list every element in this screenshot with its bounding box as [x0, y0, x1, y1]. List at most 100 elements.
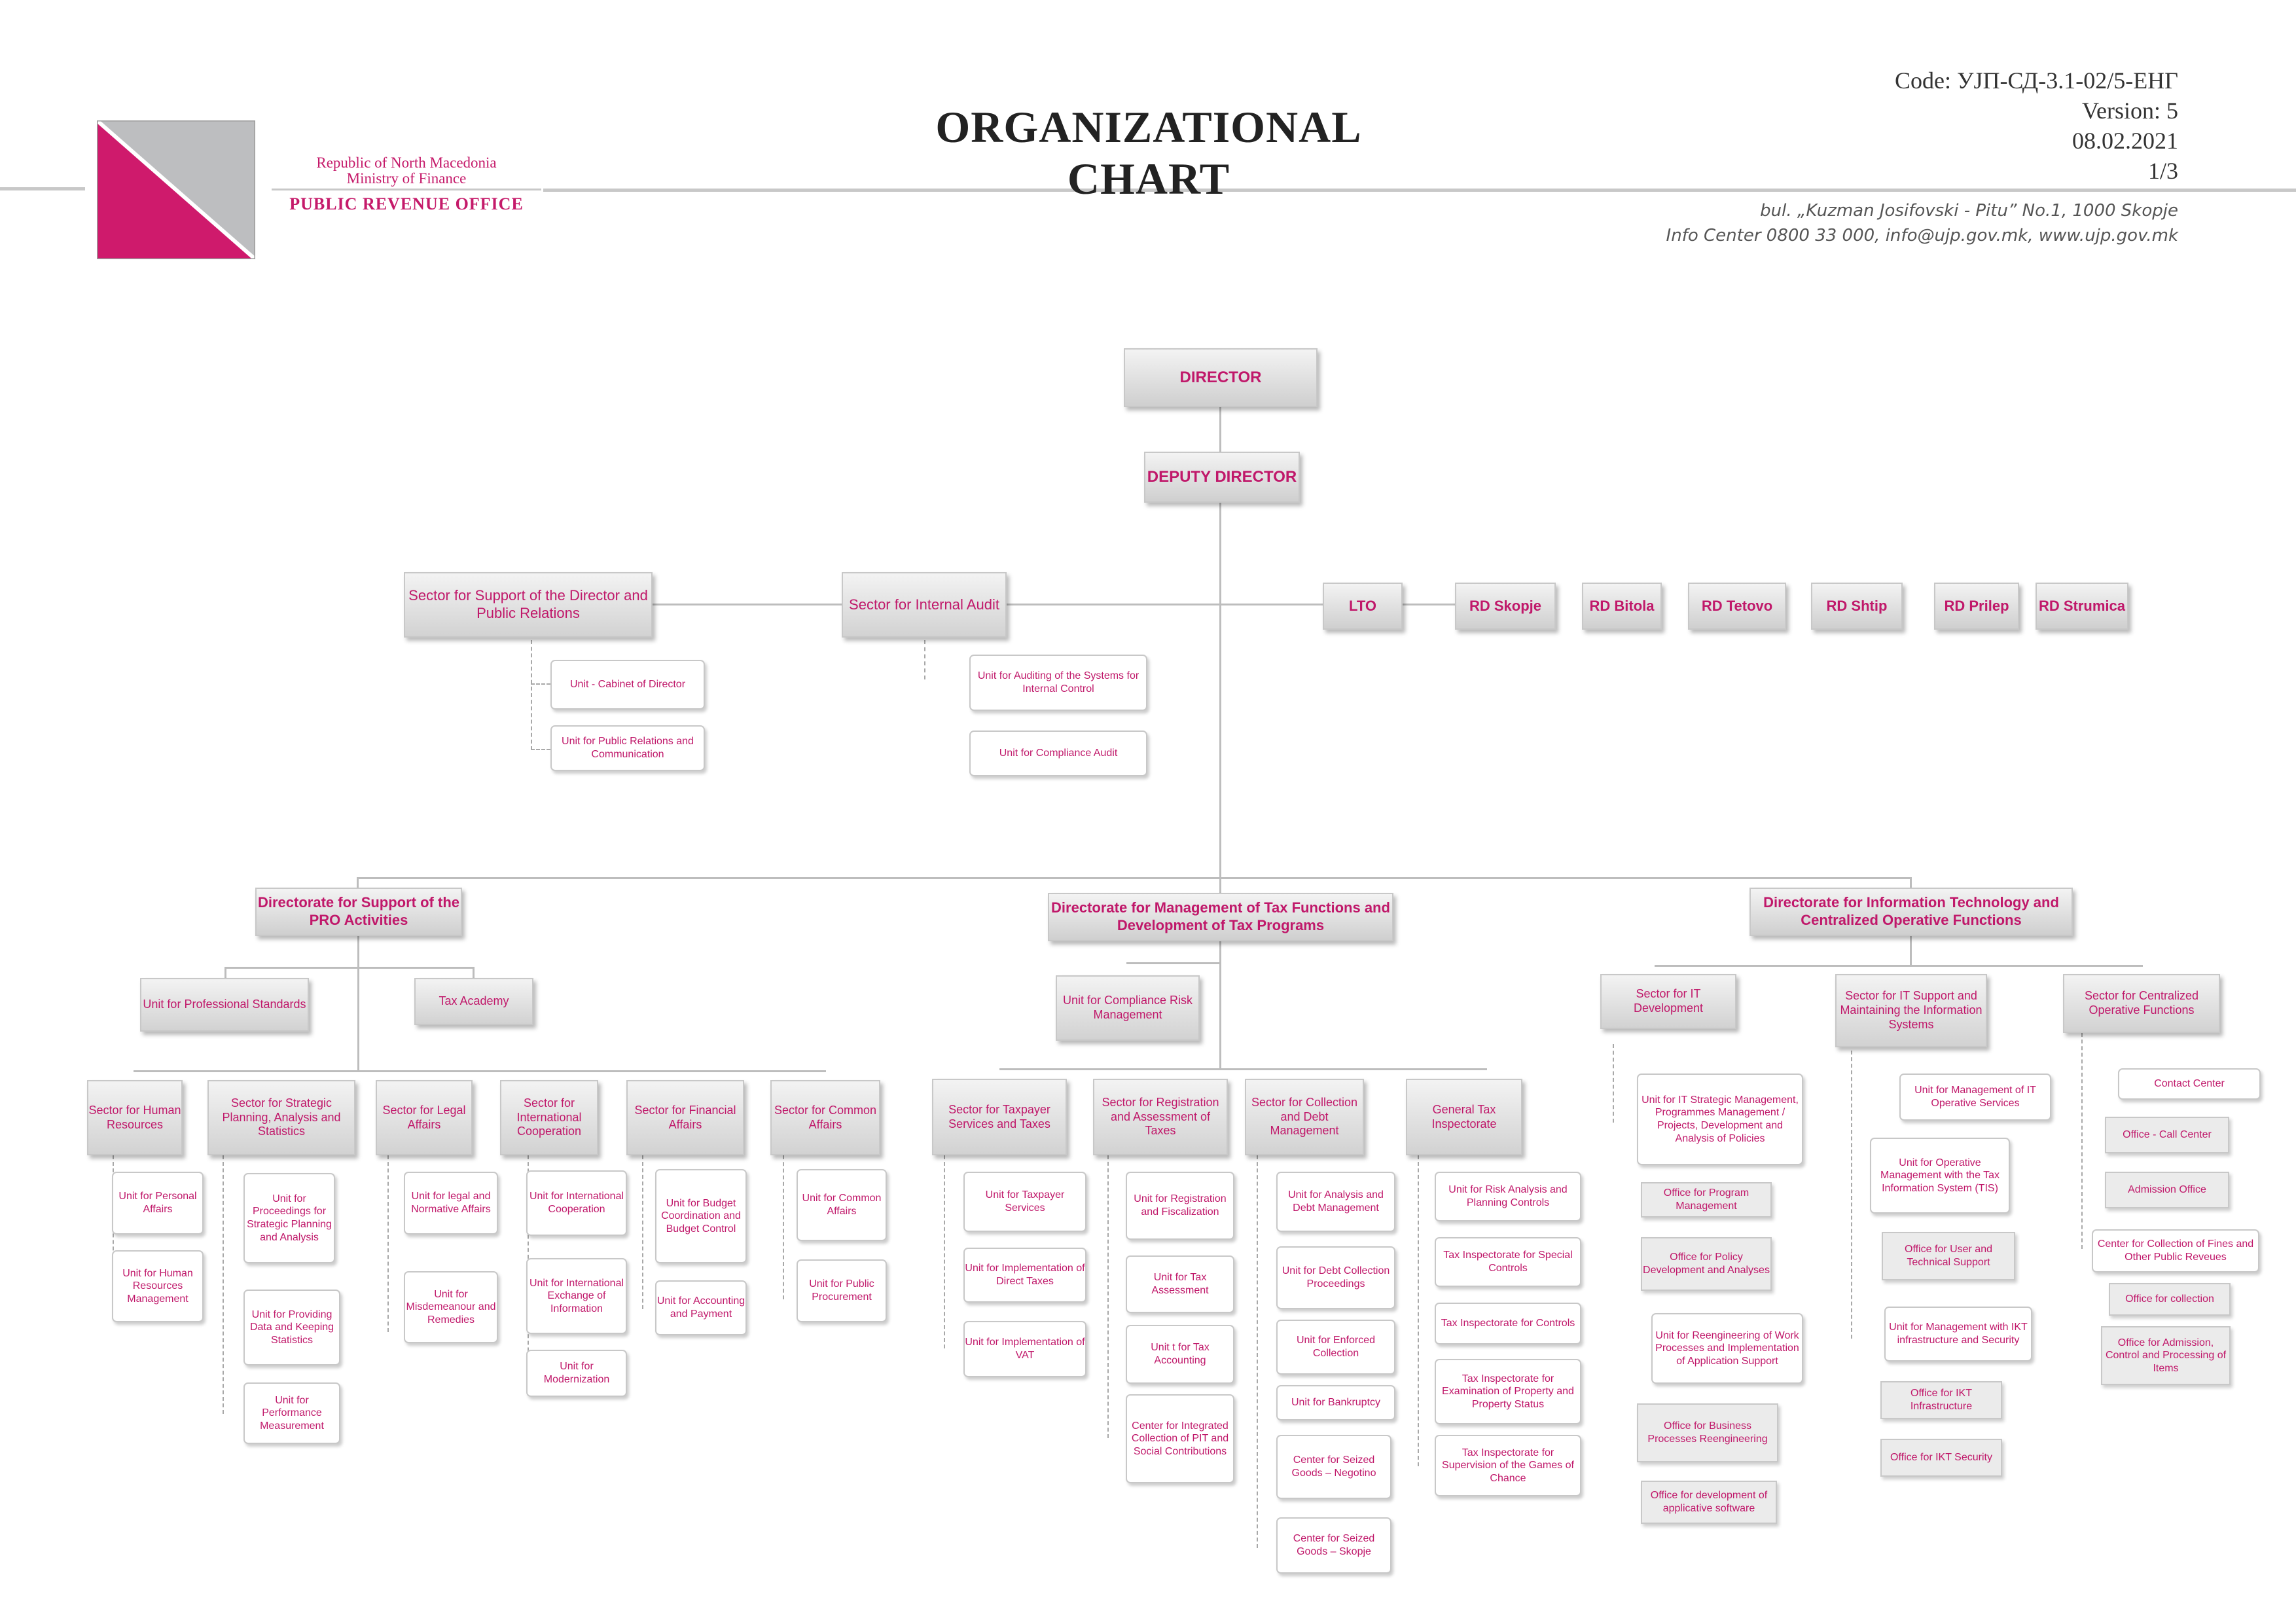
sector-collection-debt[interactable]: Sector for Collection and Debt Managemen…: [1245, 1079, 1364, 1155]
connector-line: [1910, 936, 1912, 966]
director-box[interactable]: DIRECTOR: [1124, 348, 1318, 407]
unit-auditing-systems[interactable]: Unit for Auditing of the Systems for Int…: [969, 655, 1147, 711]
sector-taxpayer-services[interactable]: Sector for Taxpayer Services and Taxes: [932, 1079, 1067, 1155]
unit-it-strategic-management[interactable]: Unit for IT Strategic Management, Progra…: [1637, 1074, 1803, 1165]
sector-legal-affairs[interactable]: Sector for Legal Affairs: [376, 1080, 473, 1155]
unit-compliance-audit[interactable]: Unit for Compliance Audit: [969, 731, 1147, 776]
sector-financial-affairs[interactable]: Sector for Financial Affairs: [626, 1080, 744, 1155]
regional-rd-tetovo[interactable]: RD Tetovo: [1688, 583, 1786, 630]
sector-it-support[interactable]: Sector for IT Support and Maintaining th…: [1835, 974, 1987, 1047]
connector-line: [1221, 604, 1323, 605]
unit-providing-data[interactable]: Unit for Providing Data and Keeping Stat…: [243, 1290, 340, 1365]
unit-accounting-payment[interactable]: Unit for Accounting and Payment: [655, 1280, 747, 1335]
unit-misdemeanour[interactable]: Unit for Misdemeanour and Remedies: [404, 1271, 498, 1343]
unit-exchange-information[interactable]: Unit for International Exchange of Infor…: [526, 1258, 627, 1334]
regional-rd-skopje[interactable]: RD Skopje: [1455, 583, 1556, 630]
unit-public-relations[interactable]: Unit for Public Relations and Communicat…: [550, 725, 705, 771]
center-seized-goods-skopje[interactable]: Center for Seized Goods – Skopje: [1276, 1517, 1391, 1574]
dashed-connector: [783, 1155, 784, 1299]
regional-rd-bitola[interactable]: RD Bitola: [1582, 583, 1662, 630]
unit-vat[interactable]: Unit for Implementation of VAT: [963, 1321, 1086, 1377]
unit-debt-collection[interactable]: Unit for Debt Collection Proceedings: [1276, 1246, 1395, 1309]
unit-common-affairs[interactable]: Unit for Common Affairs: [797, 1169, 887, 1241]
unit-compliance-risk[interactable]: Unit for Compliance Risk Management: [1056, 975, 1200, 1041]
tax-inspectorate-controls[interactable]: Tax Inspectorate for Controls: [1435, 1303, 1581, 1344]
dashed-connector: [1107, 1155, 1109, 1438]
regional-rd-strumica[interactable]: RD Strumica: [2036, 583, 2128, 630]
address-line: bul. „Kuzman Josifovski - Pitu” No.1, 10…: [1760, 201, 2178, 221]
unit-cabinet-director[interactable]: Unit - Cabinet of Director: [550, 660, 705, 710]
unit-hr-management[interactable]: Unit for Human Resources Management: [112, 1250, 204, 1322]
regional-rd-prilep[interactable]: RD Prilep: [1934, 583, 2019, 630]
unit-international-cooperation[interactable]: Unit for International Cooperation: [526, 1170, 627, 1236]
admission-office[interactable]: Admission Office: [2105, 1172, 2229, 1208]
sector-centralized-operative[interactable]: Sector for Centralized Operative Functio…: [2063, 974, 2220, 1033]
unit-bankruptcy[interactable]: Unit for Bankruptcy: [1276, 1385, 1395, 1420]
general-tax-inspectorate[interactable]: General Tax Inspectorate: [1406, 1079, 1522, 1155]
directorate-it[interactable]: Directorate for Information Technology a…: [1749, 888, 2073, 936]
office-user-support[interactable]: Office for User and Technical Support: [1882, 1232, 2015, 1280]
unit-tis-management[interactable]: Unit for Operative Management with the T…: [1870, 1138, 2010, 1214]
contact-center[interactable]: Contact Center: [2118, 1068, 2261, 1100]
unit-professional-standards[interactable]: Unit for Professional Standards: [140, 978, 309, 1032]
sector-support-director[interactable]: Sector for Support of the Director and P…: [404, 572, 653, 638]
unit-risk-analysis[interactable]: Unit for Risk Analysis and Planning Cont…: [1435, 1172, 1581, 1221]
office-call-center[interactable]: Office - Call Center: [2105, 1117, 2229, 1153]
directorate-support-pro[interactable]: Directorate for Support of the PRO Activ…: [255, 888, 462, 936]
center-integrated-collection[interactable]: Center for Integrated Collection of PIT …: [1126, 1394, 1234, 1483]
regional-lto[interactable]: LTO: [1323, 583, 1403, 630]
unit-analysis-debt[interactable]: Unit for Analysis and Debt Management: [1276, 1172, 1395, 1232]
sector-common-affairs[interactable]: Sector for Common Affairs: [770, 1080, 880, 1155]
dashed-connector: [531, 683, 550, 685]
tax-inspectorate-games[interactable]: Tax Inspectorate for Supervision of the …: [1435, 1435, 1581, 1496]
dashed-connector: [531, 749, 550, 750]
dashed-connector: [2081, 1033, 2083, 1249]
connector-line: [357, 877, 1911, 879]
sector-registration-assessment[interactable]: Sector for Registration and Assessment o…: [1093, 1079, 1228, 1155]
center-seized-goods-negotino[interactable]: Center for Seized Goods – Negotino: [1276, 1435, 1391, 1499]
regional-rd-shtip[interactable]: RD Shtip: [1811, 583, 1903, 630]
sector-international-cooperation[interactable]: Sector for International Cooperation: [500, 1080, 598, 1155]
office-business-processes[interactable]: Office for Business Processes Reengineer…: [1637, 1403, 1778, 1462]
directorate-tax-functions[interactable]: Directorate for Management of Tax Functi…: [1048, 893, 1393, 941]
connector-line: [134, 1070, 826, 1072]
office-applicative-software[interactable]: Office for development of applicative so…: [1641, 1481, 1777, 1524]
unit-ikt-infrastructure-security[interactable]: Unit for Management with IKT infrastruct…: [1884, 1307, 2032, 1362]
unit-tax-accounting[interactable]: Unit t for Tax Accounting: [1126, 1325, 1234, 1384]
page-number: 1/3: [2147, 158, 2178, 184]
sector-it-development[interactable]: Sector for IT Development: [1600, 974, 1736, 1029]
connector-line: [224, 967, 226, 979]
tax-inspectorate-property[interactable]: Tax Inspectorate for Examination of Prop…: [1435, 1359, 1581, 1424]
office-admission-control[interactable]: Office for Admission, Control and Proces…: [2101, 1326, 2231, 1385]
office-ikt-security[interactable]: Office for IKT Security: [1880, 1439, 2002, 1477]
office-program-management[interactable]: Office for Program Management: [1641, 1182, 1772, 1218]
unit-enforced-collection[interactable]: Unit for Enforced Collection: [1276, 1320, 1395, 1375]
center-collection-fines[interactable]: Center for Collection of Fines and Other…: [2092, 1229, 2259, 1272]
unit-strategic-planning[interactable]: Unit for Proceedings for Strategic Plann…: [243, 1173, 335, 1263]
unit-tax-assessment[interactable]: Unit for Tax Assessment: [1126, 1255, 1234, 1313]
unit-taxpayer-services[interactable]: Unit for Taxpayer Services: [963, 1172, 1086, 1232]
unit-public-procurement[interactable]: Unit for Public Procurement: [797, 1259, 887, 1322]
sector-human-resources[interactable]: Sector for Human Resources: [87, 1080, 183, 1155]
unit-performance-measurement[interactable]: Unit for Performance Measurement: [243, 1382, 340, 1444]
tax-inspectorate-special[interactable]: Tax Inspectorate for Special Controls: [1435, 1237, 1581, 1287]
sector-internal-audit[interactable]: Sector for Internal Audit: [842, 572, 1007, 638]
office-policy-development[interactable]: Office for Policy Development and Analys…: [1641, 1237, 1772, 1291]
unit-reengineering[interactable]: Unit for Reengineering of Work Processes…: [1651, 1313, 1803, 1384]
unit-budget-coordination[interactable]: Unit for Budget Coordination and Budget …: [655, 1169, 747, 1263]
office-collection[interactable]: Office for collection: [2109, 1283, 2231, 1316]
office-ikt-infrastructure[interactable]: Office for IKT Infrastructure: [1880, 1381, 2002, 1419]
deputy-director-box[interactable]: DEPUTY DIRECTOR: [1144, 452, 1300, 503]
sector-strategic-planning[interactable]: Sector for Strategic Planning, Analysis …: [207, 1080, 355, 1155]
dashed-connector: [1257, 1155, 1258, 1548]
unit-personal-affairs[interactable]: Unit for Personal Affairs: [112, 1172, 204, 1235]
unit-legal-normative[interactable]: Unit for legal and Normative Affairs: [404, 1172, 498, 1235]
unit-direct-taxes[interactable]: Unit for Implementation of Direct Taxes: [963, 1248, 1086, 1303]
dashed-connector: [223, 1155, 224, 1414]
info-line: Info Center 0800 33 000, info@ujp.gov.mk…: [1666, 226, 2178, 245]
tax-academy[interactable]: Tax Academy: [414, 978, 533, 1025]
unit-registration-fiscalization[interactable]: Unit for Registration and Fiscalization: [1126, 1172, 1234, 1240]
unit-it-operative-services[interactable]: Unit for Management of IT Operative Serv…: [1899, 1074, 2051, 1121]
unit-modernization[interactable]: Unit for Modernization: [526, 1350, 627, 1397]
